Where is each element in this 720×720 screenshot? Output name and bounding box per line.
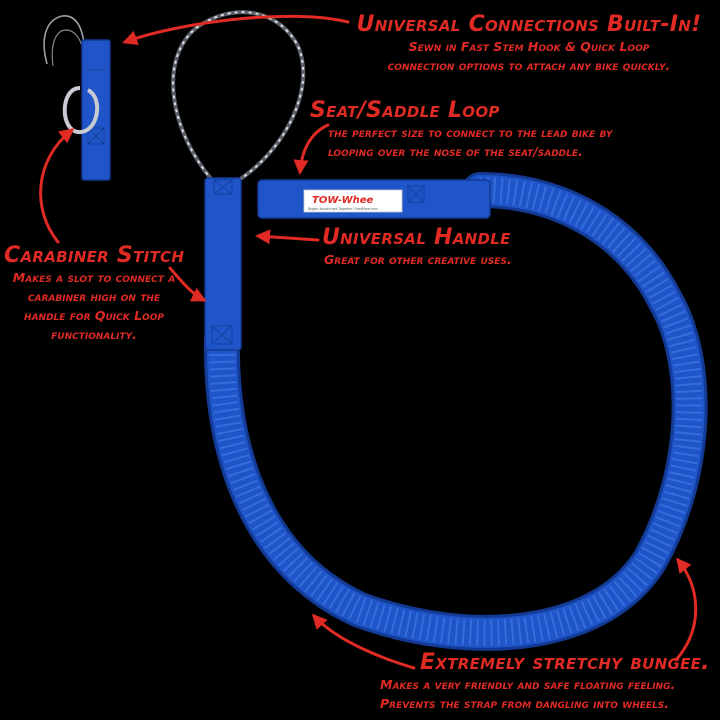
- callout-title: Seat/Saddle Loop: [310, 98, 500, 123]
- callout-line: Makes a very friendly and safe floating …: [380, 677, 676, 692]
- callout-arrows: [39, 14, 698, 670]
- callout-title: Universal Handle: [322, 225, 511, 250]
- arrow-to-bungee-bottom: [311, 613, 416, 670]
- callout-universal-handle: Universal Handle Great for other creativ…: [322, 225, 582, 269]
- callout-line: the perfect size to connect to the lead …: [328, 125, 613, 140]
- callout-carabiner-stitch: Carabiner Stitch Makes a slot to connect…: [4, 243, 184, 344]
- callout-line: Makes a slot to connect a: [12, 270, 176, 285]
- arrow-to-quick-loop: [122, 14, 350, 45]
- callout-line: looping over the nose of the seat/saddle…: [328, 144, 583, 159]
- callout-line: Prevents the strap from dangling into wh…: [380, 696, 669, 711]
- callout-title: Universal Connections Built-In!: [356, 12, 702, 37]
- callout-line: handle for Quick Loop: [24, 308, 164, 323]
- callout-line: connection options to attach any bike qu…: [387, 58, 671, 73]
- quick-loop-inset: [43, 15, 111, 181]
- brand-label: TOW-Whee: [312, 195, 374, 206]
- callout-line: functionality.: [51, 327, 137, 342]
- handle-strap: [204, 177, 242, 351]
- callout-seat-saddle-loop: Seat/Saddle Loop the perfect size to con…: [310, 98, 710, 161]
- callout-line: carabiner high on the: [27, 289, 161, 304]
- arrow-to-inset: [39, 128, 75, 244]
- arrow-to-seat-loop: [293, 123, 330, 175]
- seat-strap: TOW-Whee Bigger Adventures Together! Tow…: [257, 179, 491, 219]
- arrow-to-bungee-right: [674, 557, 698, 662]
- brand-tagline: Bigger Adventures Together! TowWhee.com: [308, 207, 378, 211]
- saddle-loop-cord: [171, 10, 306, 184]
- callout-stretchy-bungee: Extremely stretchy bungee. Makes a very …: [380, 650, 714, 713]
- callout-title: Extremely stretchy bungee.: [420, 650, 710, 675]
- callout-title: Carabiner Stitch: [4, 243, 185, 268]
- arrow-to-carabiner-stitch: [168, 266, 207, 302]
- callout-line: Sewn in Fast Stem Hook & Quick Loop: [408, 39, 650, 54]
- bungee-strap: [203, 172, 708, 651]
- callout-line: Great for other creative uses.: [324, 252, 512, 267]
- callout-universal-connections: Universal Connections Built-In! Sewn in …: [348, 12, 710, 75]
- arrow-to-handle: [255, 229, 320, 245]
